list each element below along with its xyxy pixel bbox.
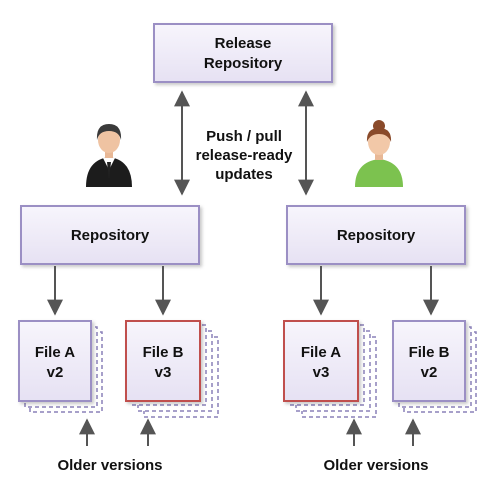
left-file-b-stack: File B v3 — [125, 320, 219, 418]
right-file-b-version: v2 — [421, 364, 438, 381]
right-file-a-version: v3 — [313, 364, 330, 381]
right-file-b-stack: File B v2 — [392, 320, 477, 413]
man-icon — [86, 124, 132, 187]
push-pull-line2: release-ready — [196, 147, 293, 164]
push-pull-line1: Push / pull — [206, 128, 282, 145]
right-older-versions-label: Older versions — [323, 457, 428, 474]
left-file-b-card — [125, 320, 201, 402]
left-file-b-version: v3 — [155, 364, 172, 381]
right-file-a-card — [283, 320, 359, 402]
release-repository-box: Release Repository — [153, 23, 333, 83]
left-older-versions-label: Older versions — [57, 457, 162, 474]
release-repository-label-line1: Release — [215, 35, 272, 52]
right-repository-label: Repository — [337, 227, 416, 244]
push-pull-line3: updates — [215, 166, 273, 183]
left-file-a-name: File A — [35, 344, 75, 361]
right-file-a-stack: File A v3 — [283, 320, 377, 418]
left-file-a-stack: File A v2 — [18, 320, 103, 413]
left-repository-box: Repository — [20, 205, 200, 265]
left-file-b-name: File B — [143, 344, 184, 361]
push-pull-label: Push / pull release-ready updates — [196, 128, 293, 183]
left-file-a-card — [18, 320, 92, 402]
right-file-a-name: File A — [301, 344, 341, 361]
right-repository-box: Repository — [286, 205, 466, 265]
woman-icon — [355, 120, 403, 187]
left-repository-label: Repository — [71, 227, 150, 244]
left-file-a-version: v2 — [47, 364, 64, 381]
right-file-b-card — [392, 320, 466, 402]
right-file-b-name: File B — [409, 344, 450, 361]
release-repository-label-line2: Repository — [204, 55, 283, 72]
